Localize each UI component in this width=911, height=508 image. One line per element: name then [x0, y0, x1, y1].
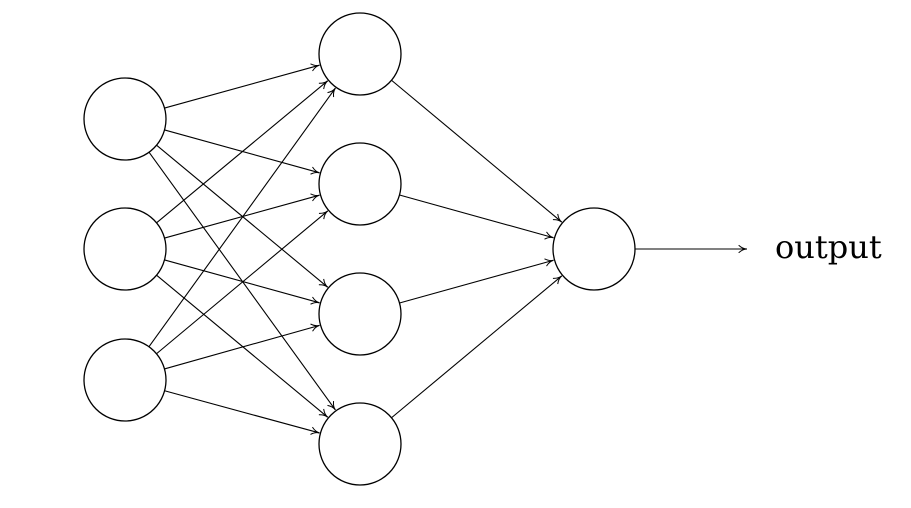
edge-input-2-to-hidden-4	[156, 274, 329, 418]
edge-input-2-to-hidden-2	[164, 193, 320, 239]
input-neuron-1	[83, 77, 167, 161]
edge-input-1-to-hidden-1	[164, 63, 320, 109]
edge-hidden-4-to-output-1	[391, 275, 563, 419]
hidden-neuron-2	[318, 142, 402, 226]
edge-hidden-1-to-output-1	[391, 79, 563, 223]
input-neuron-2	[83, 207, 167, 291]
output-group: output	[635, 228, 882, 266]
hidden-neuron-1	[318, 12, 402, 96]
hidden-neuron-4	[318, 402, 402, 486]
edge-input-3-to-hidden-3	[164, 323, 320, 370]
neurons	[83, 12, 636, 486]
edge-input-3-to-hidden-4	[164, 390, 320, 435]
connections	[148, 63, 563, 435]
output-label: output	[775, 228, 882, 266]
edge-input-3-to-hidden-2	[156, 210, 329, 355]
input-neuron-3	[83, 338, 167, 422]
edge-hidden-2-to-output-1	[399, 194, 554, 240]
edge-input-2-to-hidden-1	[156, 80, 329, 224]
hidden-neuron-3	[318, 272, 402, 356]
output-neuron-1	[552, 207, 636, 291]
edge-input-3-to-hidden-1	[148, 87, 336, 348]
edge-hidden-3-to-output-1	[399, 258, 554, 304]
edge-input-2-to-hidden-3	[164, 259, 320, 305]
